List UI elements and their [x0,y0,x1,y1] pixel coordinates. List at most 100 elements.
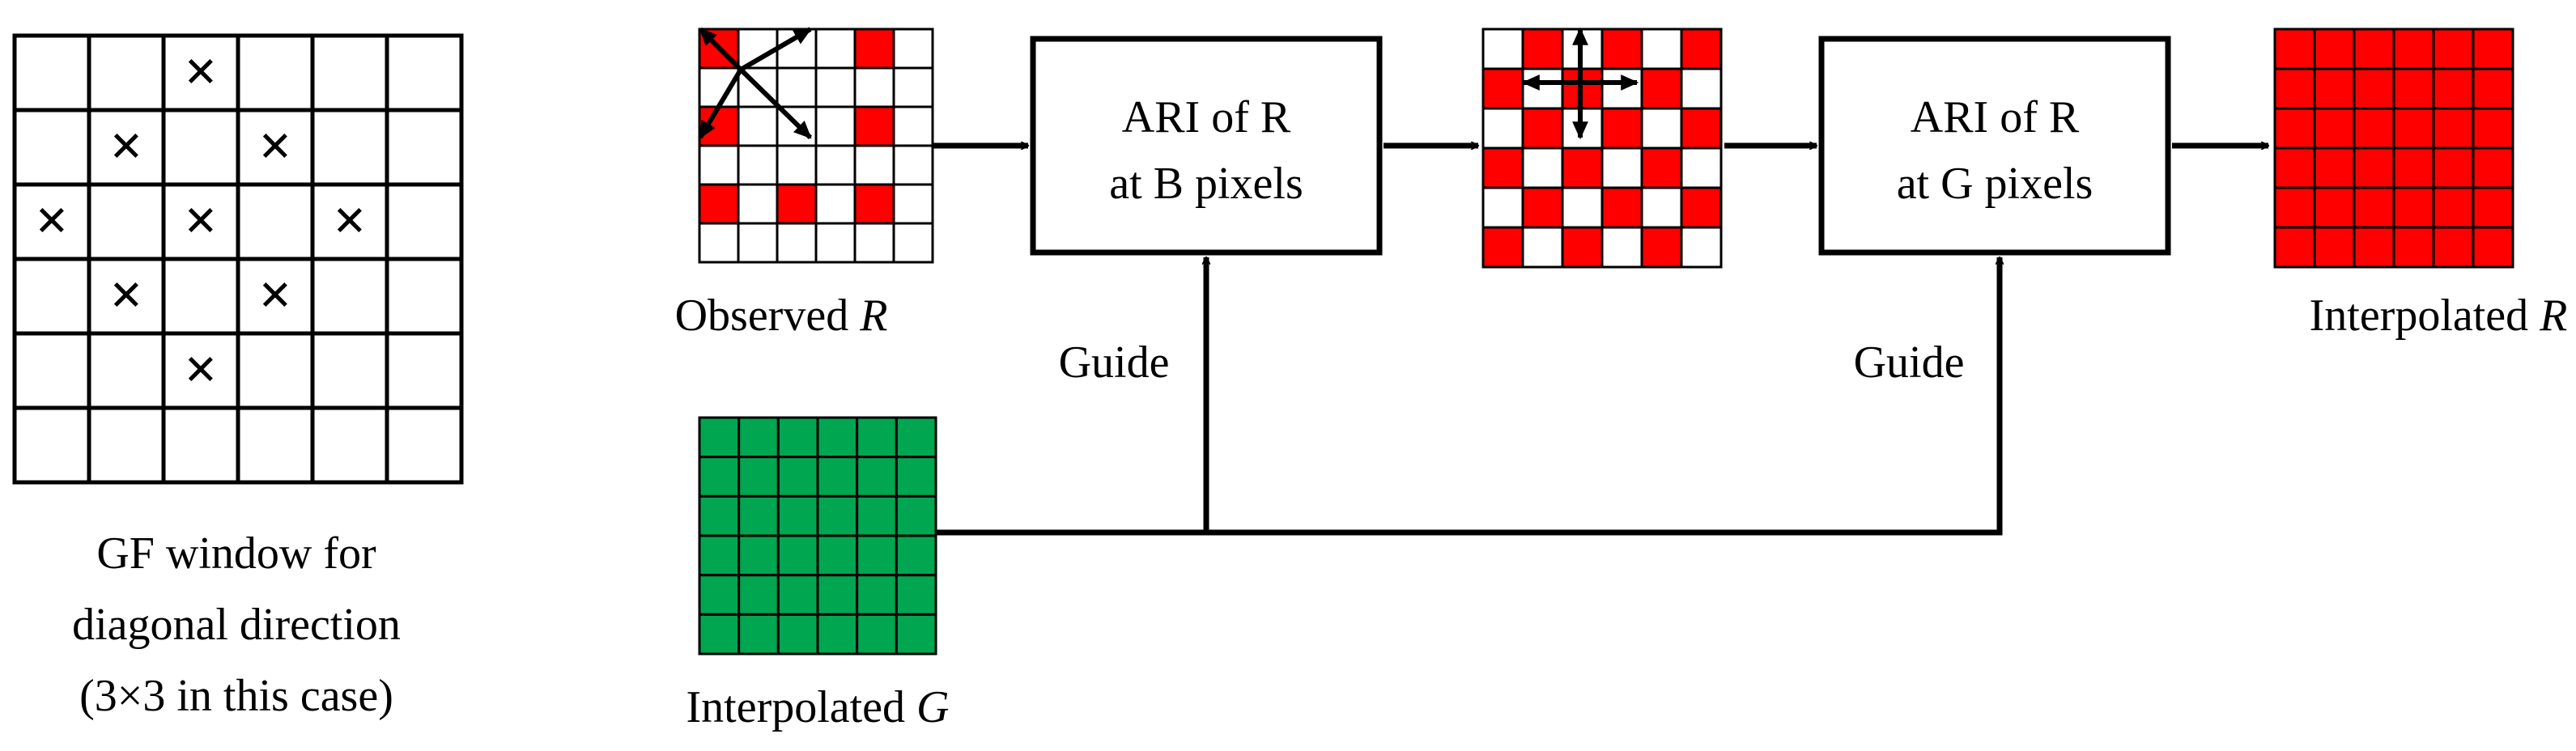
gf-window-cell [236,257,315,336]
interpolated-g-cell [738,613,780,656]
observed-r-cell [814,144,857,186]
interpolated-g-cell [816,416,859,459]
interpolated-r-cell [2392,146,2435,189]
interpolated-g-cell [856,613,898,656]
interpolated-r-cell [2353,226,2395,269]
interpolated-g-cell [738,574,780,616]
gf-window-cell [385,108,464,187]
interpolated-r-cell [2273,146,2316,189]
interpolated-g-cell [895,613,937,656]
gf-window-marker: × [109,262,142,327]
observed-r-cell [814,66,857,108]
gf-window-cell [310,331,389,410]
gf-window-cell [236,33,315,112]
intermediate-cell [1680,67,1723,110]
box2-line2: at G pixels [1897,159,2094,209]
interpolated-r-cell [2313,107,2356,150]
cross-direction-arrows [1521,27,1639,140]
intermediate-cell [1680,226,1723,269]
gf-window-cell [87,33,166,112]
interpolated-g-cell [776,494,819,537]
interpolated-r-cell [2392,67,2435,110]
interpolated-g-cell [856,574,898,616]
intermediate-cell [1521,67,1564,110]
observed-r-cell [892,183,934,225]
interpolated-g-cell [776,613,819,656]
diagonal-arrow-line [739,27,812,72]
intermediate-cell [1640,226,1683,269]
intermediate-cell [1561,146,1604,189]
interpolated-g-cell [816,494,859,537]
interpolated-g-cell [776,574,819,616]
intermediate-cell [1561,186,1604,229]
intermediate-cell [1481,226,1524,269]
interpolated-r-cell [2273,186,2316,229]
diagonal-arrow-line [698,68,743,139]
interpolated-r-cell [2313,226,2356,269]
gf-window-cell [161,257,240,336]
process-box-b-pixels [1030,36,1383,256]
interpolated-g-cell [895,456,937,498]
gf-window-cell [12,405,91,485]
gf-window-cell [87,331,166,410]
intermediate-cell [1640,67,1683,110]
gf-window-cell [12,33,91,112]
gf-window-cell [310,33,389,112]
gf-window-cell [12,331,91,410]
guide-label-2: Guide [1854,337,1965,388]
observed-r-cell [853,183,895,225]
observed-r-cell [814,28,857,70]
gf-window-cell [12,108,91,187]
gf-window-marker: × [184,337,217,401]
intermediate-cell [1600,67,1643,110]
gf-window-marker: × [333,188,366,252]
interpolated-r-cell [2472,146,2514,189]
gf-window-cell [310,405,389,485]
observed-r-cell [892,144,934,186]
interpolated-r-cell [2353,146,2395,189]
guide-label-1: Guide [1059,337,1170,388]
intermediate-cell [1481,67,1524,110]
interpolated-g-cell [816,456,859,498]
gf-window-cell [236,331,315,410]
interpolated-r-cell [2432,186,2475,229]
interpolated-g-cell [738,416,780,459]
interpolated-r-cell [2273,226,2316,269]
gf-window-marker: × [184,39,217,104]
interpolated-r-cell [2313,28,2356,70]
intermediate-checkerboard-grid [1481,28,1723,269]
intermediate-cell [1680,28,1723,70]
observed-r-cell [814,222,857,264]
observed-r-cell [853,144,895,186]
diagonal-arrow-line [698,27,743,72]
guide-line-horizontal [936,257,2000,536]
interpolated-r-cell [2432,67,2475,110]
interpolated-r-cell [2313,67,2356,110]
gf-window-cell [385,331,464,410]
observed-r-cell [776,144,818,186]
flow-arrows [933,146,2268,536]
intermediate-cell [1600,186,1643,229]
interpolated-g-cell [776,456,819,498]
interpolated-g-cell [776,416,819,459]
interpolated-g-cell [856,416,898,459]
intermediate-cell [1600,146,1643,189]
observed-r-cell [892,28,934,70]
observed-r-cell [698,66,740,108]
gf-window-marker: × [258,262,291,327]
interpolated-r-cell [2273,107,2316,150]
interpolated-r-cell [2273,67,2316,110]
observed-r-cell [853,105,895,147]
interpolated-r-cell [2472,226,2514,269]
interpolated-g-grid [698,416,937,656]
interpolated-r-cell [2353,107,2395,150]
interpolated-g-cell [738,456,780,498]
intermediate-cell [1481,186,1524,229]
observed-r-cell [737,105,779,147]
interpolated-r-cell [2353,67,2395,110]
gf-window-cell [385,182,464,261]
interpolated-g-cell [816,534,859,577]
interpolated-g-cell [738,494,780,537]
interpolated-r-cell [2472,28,2514,70]
intermediate-cell [1521,146,1564,189]
